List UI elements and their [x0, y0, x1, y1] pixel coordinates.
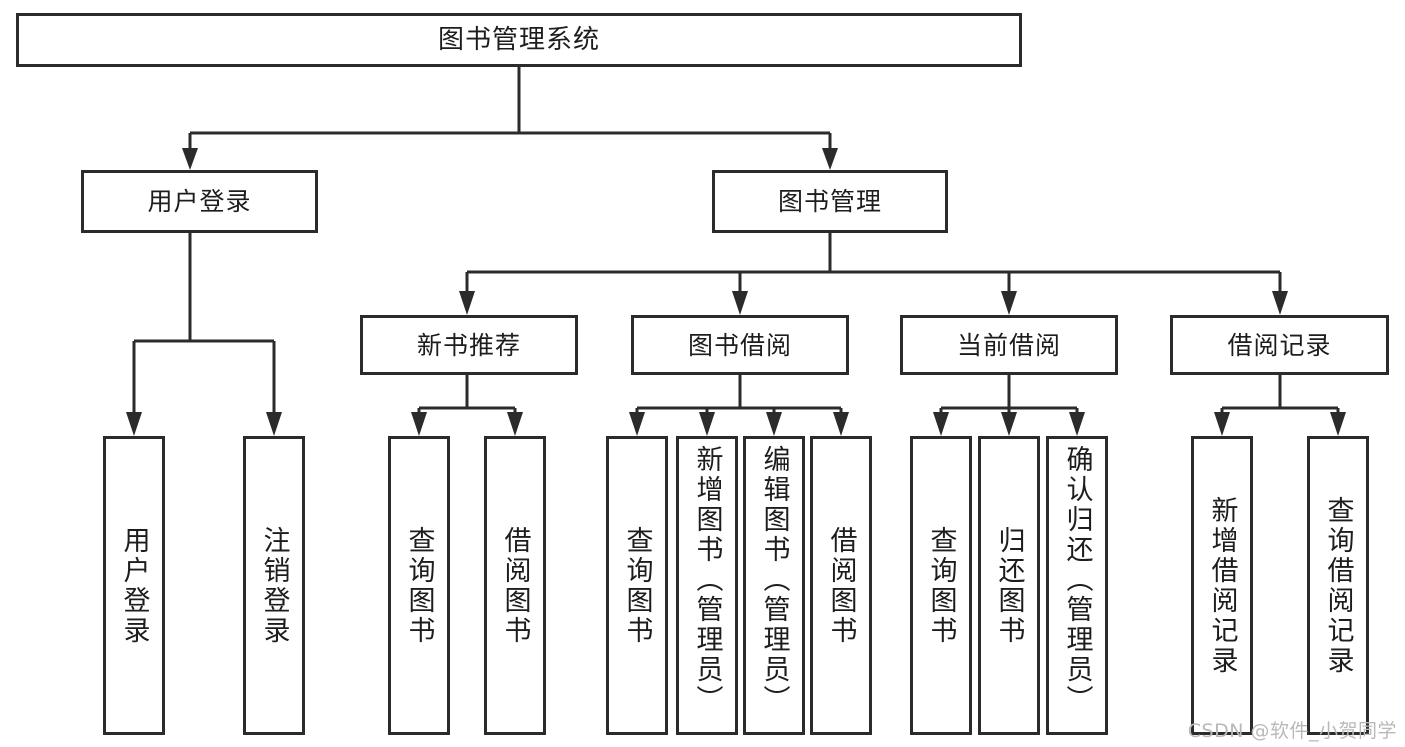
node-book-borrow[interactable]: 图书借阅	[631, 315, 849, 375]
leaf-return-book[interactable]: 归还图书	[978, 436, 1040, 735]
node-user-login[interactable]: 用户登录	[81, 170, 318, 233]
node-label: 借阅图书	[825, 525, 857, 646]
leaf-confirm-return-admin[interactable]: 确认归还（管理员）	[1046, 436, 1108, 735]
leaf-borrow-book-new[interactable]: 借阅图书	[484, 436, 546, 735]
node-label: 查询图书	[621, 525, 653, 646]
node-label: 新增图书（管理员）	[691, 445, 723, 715]
node-label: 借阅图书	[499, 525, 531, 646]
node-book-management[interactable]: 图书管理	[712, 170, 948, 233]
leaf-borrow-book[interactable]: 借阅图书	[810, 436, 872, 735]
leaf-query-book-borrow[interactable]: 查询图书	[606, 436, 668, 735]
leaf-logout[interactable]: 注销登录	[243, 436, 305, 735]
node-borrow-record[interactable]: 借阅记录	[1170, 315, 1389, 375]
node-label: 图书管理系统	[437, 24, 600, 55]
leaf-add-borrow-record[interactable]: 新增借阅记录	[1191, 436, 1253, 735]
node-label: 查询借阅记录	[1322, 495, 1354, 676]
node-new-book-recommend[interactable]: 新书推荐	[360, 315, 578, 375]
node-label: 图书管理	[777, 187, 882, 216]
node-label: 借阅记录	[1227, 330, 1332, 360]
node-label: 新增借阅记录	[1206, 495, 1238, 676]
csdn-watermark: CSDN @软件_小贺同学	[1187, 720, 1397, 742]
leaf-query-book-new[interactable]: 查询图书	[388, 436, 450, 735]
node-root-system[interactable]: 图书管理系统	[16, 13, 1022, 67]
node-label: 用户登录	[118, 525, 150, 646]
node-label: 编辑图书（管理员）	[758, 445, 790, 715]
node-label: 新书推荐	[416, 330, 521, 360]
node-label: 确认归还（管理员）	[1061, 445, 1093, 715]
leaf-query-borrow-record[interactable]: 查询借阅记录	[1307, 436, 1369, 735]
node-label: 查询图书	[925, 525, 957, 646]
node-label: 当前借阅	[956, 330, 1061, 360]
node-current-borrow[interactable]: 当前借阅	[900, 315, 1118, 375]
node-label: 查询图书	[403, 525, 435, 646]
node-label: 注销登录	[258, 525, 290, 646]
node-label: 用户登录	[147, 187, 252, 216]
leaf-user-login[interactable]: 用户登录	[103, 436, 165, 735]
node-label: 归还图书	[993, 525, 1025, 646]
leaf-query-book-current[interactable]: 查询图书	[910, 436, 972, 735]
node-label: 图书借阅	[687, 330, 792, 360]
leaf-edit-book-admin[interactable]: 编辑图书（管理员）	[743, 436, 805, 735]
leaf-add-book-admin[interactable]: 新增图书（管理员）	[676, 436, 738, 735]
